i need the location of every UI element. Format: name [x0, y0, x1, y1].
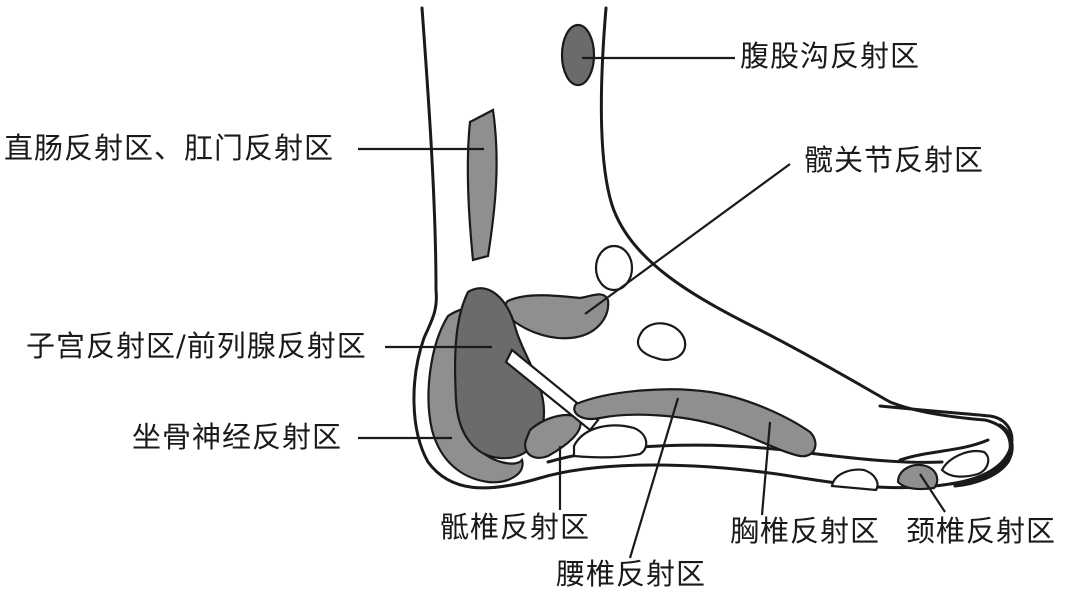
- hip-joint-leader: [584, 163, 791, 315]
- ankle-bone-oval: [594, 244, 634, 292]
- cervical-leader: [919, 473, 946, 513]
- groin-label: 腹股沟反射区: [740, 39, 920, 73]
- thoracic-leader: [760, 421, 772, 516]
- groin-zone: [560, 23, 596, 87]
- reflex-zones: [427, 23, 990, 492]
- heel-pad-oval: [572, 424, 648, 459]
- thoracic-label: 胸椎反射区: [730, 514, 880, 548]
- sacral-zone: [524, 413, 582, 459]
- cervical-label: 颈椎反射区: [906, 514, 1056, 548]
- sacral-label: 骶椎反射区: [440, 510, 590, 544]
- toe-tip: [953, 423, 1014, 488]
- hip-joint-label: 髋关节反射区: [804, 143, 984, 177]
- uterus-prostate-label: 子宫反射区/前列腺反射区: [26, 329, 367, 363]
- toe-oval-1: [830, 468, 879, 492]
- rectum-anus-label: 直肠反射区、肛门反射区: [4, 131, 334, 165]
- spine-strip-zone: [573, 388, 817, 458]
- toe-oval-3: [940, 450, 990, 478]
- lumbar-label: 腰椎反射区: [556, 557, 706, 591]
- leader-lines: [358, 56, 946, 559]
- toe-line: [898, 438, 990, 462]
- hip-joint-zone: [504, 293, 610, 340]
- rectum-zone: [466, 108, 498, 262]
- sciatic-label: 坐骨神经反射区: [132, 420, 342, 454]
- labels: 腹股沟反射区 直肠反射区、肛门反射区 髋关节反射区 子宫反射区/前列腺反射区 坐…: [4, 39, 1056, 591]
- lumbar-leader: [628, 397, 680, 559]
- cervical-zone: [896, 463, 939, 491]
- heel-outline: [412, 6, 1014, 490]
- instep-oval: [636, 322, 687, 361]
- instep-outline: [599, 6, 1012, 486]
